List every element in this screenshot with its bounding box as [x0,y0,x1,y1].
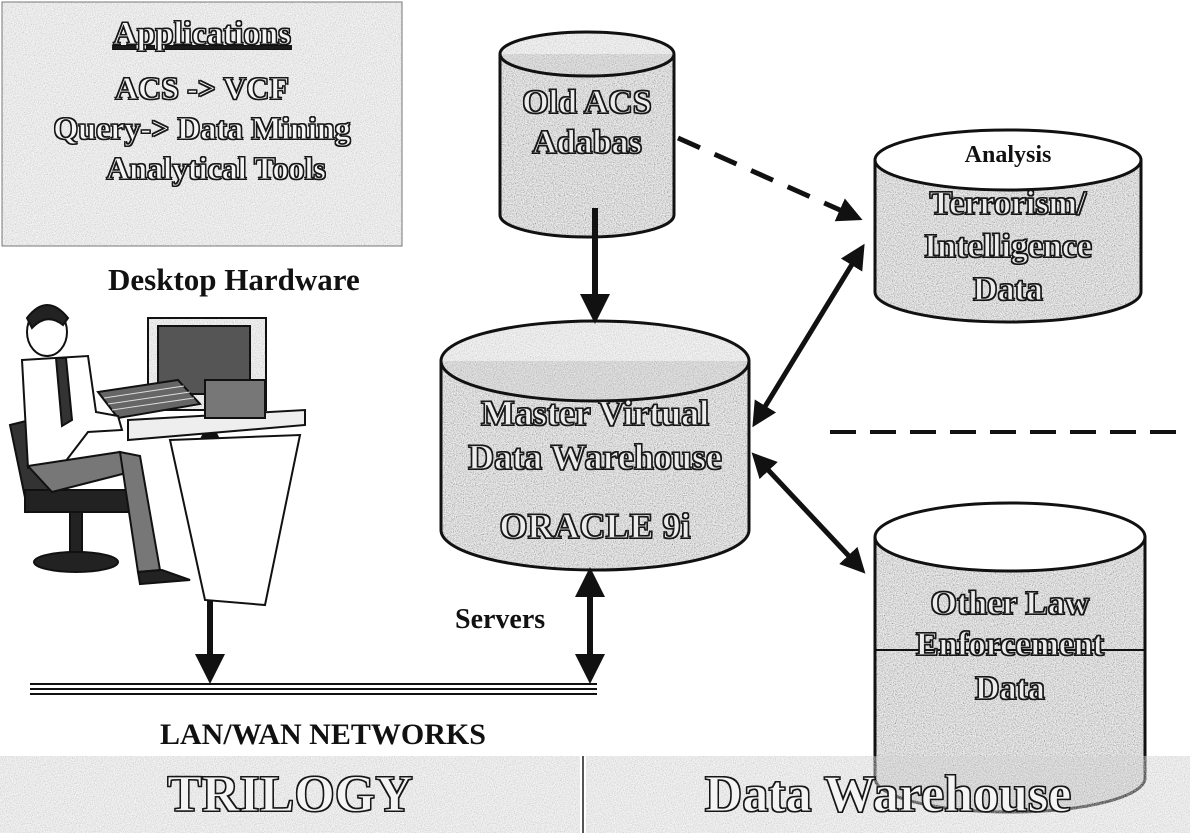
analysis-line-3: Data [972,270,1043,308]
law-line-2: Enforcement [915,625,1105,663]
law-line-3: Data [974,669,1045,707]
servers-label: Servers [455,604,546,635]
applications-line-3: Analytical Tools [106,150,327,187]
banner-data-warehouse: Data Warehouse [704,766,1072,824]
analysis-cylinder [873,128,1143,324]
old-acs-cylinder [498,30,676,239]
applications-line-1: ACS -> VCF [114,70,290,107]
analysis-header: Analysis [964,142,1052,168]
law-line-1: Other Law [930,584,1090,622]
master-product: ORACLE 9i [499,505,691,546]
arrow-old-to-analysis-dashed [676,135,863,222]
master-warehouse-cylinder [439,319,751,572]
master-line-1: Master Virtual [480,392,710,433]
banner-trilogy: TRILOGY [167,766,414,824]
applications-box [1,1,403,247]
arrow-master-analysis [752,243,865,428]
arrow-master-law [751,452,866,574]
desktop-hardware-label: Desktop Hardware [108,262,360,297]
old-acs-line-2: Adabas [532,123,643,161]
analysis-line-1: Terrorism/ [929,184,1087,222]
bottom-banner [0,756,1190,833]
network-bus [30,683,597,695]
applications-line-2: Query-> Data Mining [53,110,351,147]
analysis-line-2: Intelligence [923,227,1093,265]
network-label: LAN/WAN NETWORKS [160,718,486,751]
desktop-workstation-illustration [8,304,306,607]
applications-title: Applications [113,16,292,53]
master-line-2: Data Warehouse [468,436,723,477]
old-acs-line-1: Old ACS [522,83,653,121]
